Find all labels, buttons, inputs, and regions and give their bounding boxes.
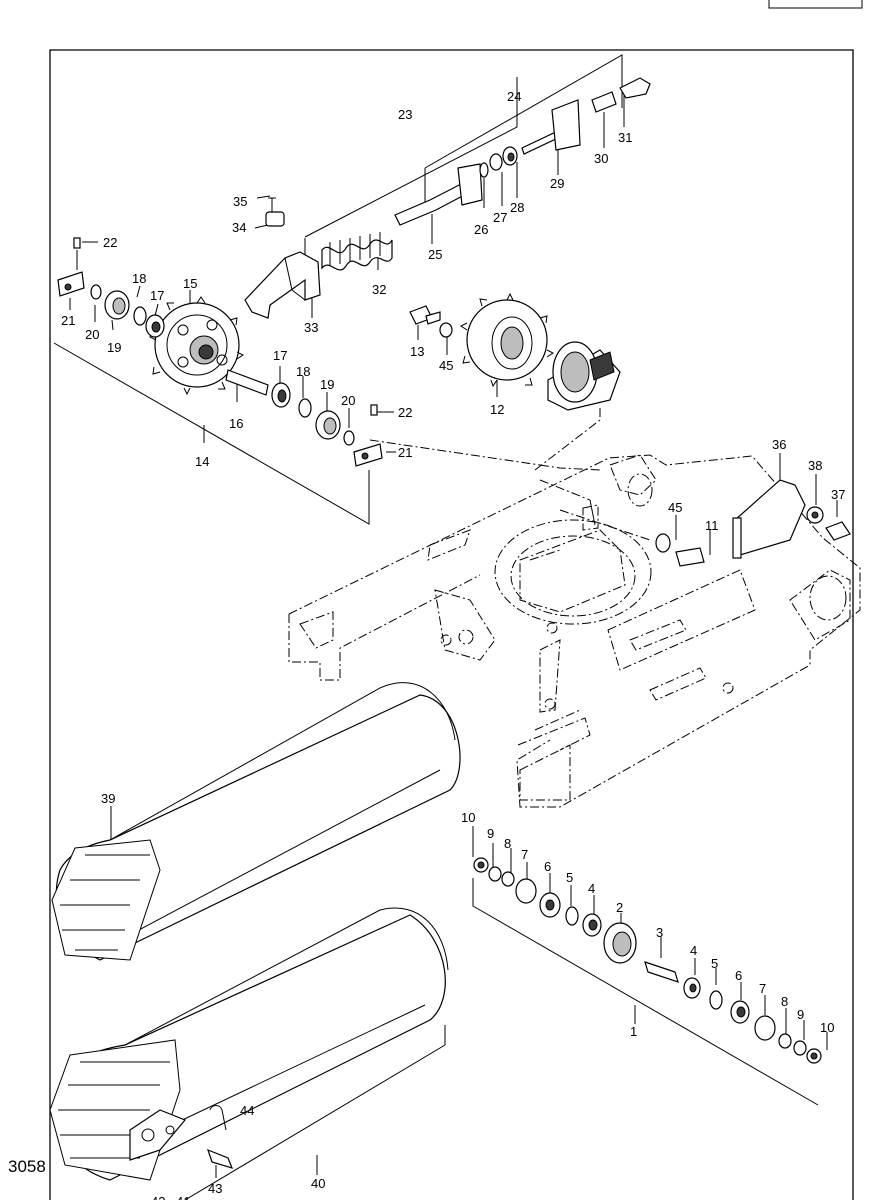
callout-6: 6 xyxy=(735,968,742,983)
callout-21: 21 xyxy=(61,313,75,328)
callout-36: 36 xyxy=(772,437,786,452)
callout-43: 43 xyxy=(208,1181,222,1196)
callout-9: 9 xyxy=(797,1007,804,1022)
callout-17: 17 xyxy=(273,348,287,363)
callout-9: 9 xyxy=(487,826,494,841)
callout-19: 19 xyxy=(107,340,121,355)
callout-24: 24 xyxy=(507,89,521,104)
callout-20: 20 xyxy=(341,393,355,408)
final-drive-12 xyxy=(409,292,621,411)
callout-4: 4 xyxy=(690,943,697,958)
callout-45: 45 xyxy=(439,358,453,373)
drawing-frame xyxy=(49,49,854,1200)
callout-5: 5 xyxy=(566,870,573,885)
callout-8: 8 xyxy=(781,994,788,1009)
callout-18: 18 xyxy=(132,271,146,286)
sprocket-group-small-parts xyxy=(57,237,383,467)
callout-15: 15 xyxy=(183,276,197,291)
callout-26: 26 xyxy=(474,222,488,237)
callout-6: 6 xyxy=(544,859,551,874)
callout-8: 8 xyxy=(504,836,511,851)
callout-10: 10 xyxy=(820,1020,834,1035)
callout-29: 29 xyxy=(550,176,564,191)
callout-31: 31 xyxy=(618,130,632,145)
callout-7: 7 xyxy=(759,981,766,996)
callout-38: 38 xyxy=(808,458,822,473)
sprocket-15 xyxy=(149,296,244,396)
callout-14: 14 xyxy=(195,454,209,469)
callout-21: 21 xyxy=(398,445,412,460)
tensioner-assembly xyxy=(244,77,651,319)
track-39 xyxy=(51,682,461,961)
callout-35: 35 xyxy=(233,194,247,209)
header-box xyxy=(768,0,863,9)
track-40 xyxy=(49,907,449,1181)
callout-39: 39 xyxy=(101,791,115,806)
callout-23: 23 xyxy=(398,107,412,122)
callout-12: 12 xyxy=(490,402,504,417)
callout-18: 18 xyxy=(296,364,310,379)
callout-40: 40 xyxy=(311,1176,325,1191)
callout-16: 16 xyxy=(229,416,243,431)
callout-44: 44 xyxy=(240,1103,254,1118)
cover-plate-36 xyxy=(589,479,851,567)
callout-17: 17 xyxy=(150,288,164,303)
callout-25: 25 xyxy=(428,247,442,262)
callout-42: 42 xyxy=(151,1194,165,1200)
callout-34: 34 xyxy=(232,220,246,235)
callout-33: 33 xyxy=(304,320,318,335)
callout-20: 20 xyxy=(85,327,99,342)
callout-22: 22 xyxy=(103,235,117,250)
callout-37: 37 xyxy=(831,487,845,502)
callout-11: 11 xyxy=(705,518,719,533)
spring-32 xyxy=(321,232,393,271)
callout-1: 1 xyxy=(630,1024,637,1039)
callout-3: 3 xyxy=(656,925,663,940)
callout-27: 27 xyxy=(493,210,507,225)
callout-4: 4 xyxy=(588,881,595,896)
callout-32: 32 xyxy=(372,282,386,297)
callout-13: 13 xyxy=(410,344,424,359)
callout-30: 30 xyxy=(594,151,608,166)
page-code: 3058 xyxy=(8,1157,46,1176)
callout-28: 28 xyxy=(510,200,524,215)
callout-45: 45 xyxy=(668,500,682,515)
callout-7: 7 xyxy=(521,847,528,862)
callout-5: 5 xyxy=(711,956,718,971)
callout-2: 2 xyxy=(616,900,623,915)
callout-labels: 2324313029282726253534323322212019181715… xyxy=(61,89,845,1200)
callout-10: 10 xyxy=(461,810,475,825)
callout-19: 19 xyxy=(320,377,334,392)
callout-22: 22 xyxy=(398,405,412,420)
track-frame xyxy=(288,405,861,808)
roller-assembly-1 xyxy=(473,857,822,1064)
callout-41: 41 xyxy=(176,1194,190,1200)
